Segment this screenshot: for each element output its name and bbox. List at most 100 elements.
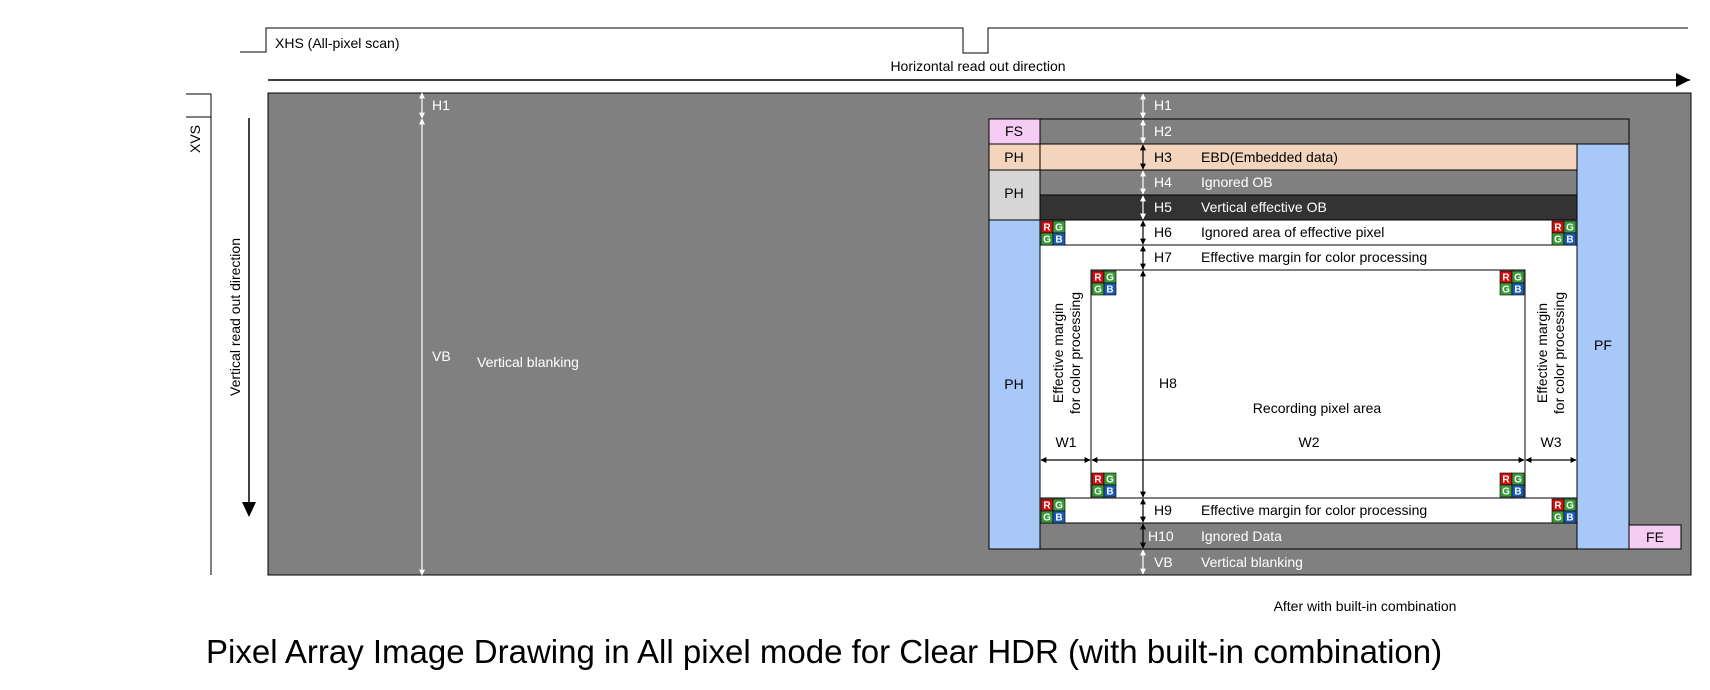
bayer-letter: G bbox=[1554, 513, 1562, 524]
row-id-h5: H5 bbox=[1154, 199, 1172, 215]
bayer-letter: G bbox=[1094, 285, 1102, 296]
bayer-letter: B bbox=[1055, 513, 1062, 524]
left-margin-label-line1: Effective margin bbox=[1050, 303, 1066, 403]
bayer-letter: R bbox=[1554, 501, 1562, 512]
ph-block-3 bbox=[988, 219, 1041, 550]
w3-label: W3 bbox=[1541, 434, 1562, 450]
left-margin-label-line2: for color processing bbox=[1067, 292, 1083, 414]
row-id-h10: H10 bbox=[1148, 528, 1174, 544]
left-vb-label: VB bbox=[432, 348, 451, 364]
row-id-h8: H8 bbox=[1159, 375, 1177, 391]
row-desc-h6: Ignored area of effective pixel bbox=[1201, 224, 1384, 240]
row-id-h3: H3 bbox=[1154, 149, 1172, 165]
ph-label-3: PH bbox=[1004, 376, 1023, 392]
bayer-letter: R bbox=[1502, 273, 1510, 284]
bayer-letter: G bbox=[1514, 273, 1522, 284]
bayer-letter: G bbox=[1106, 475, 1114, 486]
left-vertical-blanking-label: Vertical blanking bbox=[477, 354, 579, 370]
bayer-letter: B bbox=[1106, 285, 1113, 296]
xvs-waveform bbox=[186, 93, 212, 118]
bayer-letter: G bbox=[1055, 501, 1063, 512]
bayer-letter: R bbox=[1094, 273, 1102, 284]
bayer-letter: B bbox=[1514, 285, 1521, 296]
bayer-letter: R bbox=[1554, 223, 1562, 234]
vertical-effective-ob-band bbox=[1039, 194, 1578, 221]
fs-block bbox=[988, 118, 1041, 145]
bayer-letter: G bbox=[1043, 235, 1051, 246]
bayer-letter: G bbox=[1502, 487, 1510, 498]
xhs-waveform bbox=[240, 27, 1688, 54]
ignored-data-band bbox=[1039, 522, 1578, 550]
h2-band bbox=[1039, 118, 1630, 145]
bayer-letter: R bbox=[1502, 475, 1510, 486]
bayer-letter: G bbox=[1514, 475, 1522, 486]
horizontal-direction-label: Horizontal read out direction bbox=[890, 58, 1065, 74]
ignored-ob-band bbox=[1039, 169, 1578, 196]
bayer-letter: B bbox=[1566, 235, 1573, 246]
bayer-cell bbox=[1103, 484, 1117, 498]
bayer-letter: R bbox=[1043, 501, 1051, 512]
bayer-letter: B bbox=[1055, 235, 1062, 246]
ph-block-2 bbox=[988, 169, 1041, 221]
bayer-cell bbox=[1511, 484, 1525, 498]
row-id-h6: H6 bbox=[1154, 224, 1172, 240]
subcaption: After with built-in combination bbox=[1274, 598, 1457, 614]
recording-pixel-area bbox=[1090, 269, 1526, 499]
row-id-h7: H7 bbox=[1154, 249, 1172, 265]
xhs-label: XHS (All-pixel scan) bbox=[275, 35, 399, 51]
fs-label: FS bbox=[1005, 123, 1023, 139]
vertical-arrow-head bbox=[242, 502, 256, 517]
bayer-letter: G bbox=[1106, 273, 1114, 284]
bayer-letter: B bbox=[1106, 487, 1113, 498]
bayer-cell bbox=[1103, 282, 1117, 296]
bayer-letter: B bbox=[1514, 487, 1521, 498]
xvs-label: XVS bbox=[187, 125, 203, 153]
recording-area-label: Recording pixel area bbox=[1253, 400, 1382, 416]
bayer-cell bbox=[1563, 232, 1577, 246]
row-desc-h3: EBD(Embedded data) bbox=[1201, 149, 1338, 165]
bayer-letter: G bbox=[1566, 501, 1574, 512]
ph-label-1: PH bbox=[1004, 149, 1023, 165]
fe-block bbox=[1628, 524, 1682, 550]
w2-label: W2 bbox=[1299, 434, 1320, 450]
bayer-letter: R bbox=[1094, 475, 1102, 486]
right-margin-label-line2: for color processing bbox=[1551, 292, 1567, 414]
ph-block-1 bbox=[988, 143, 1041, 171]
pf-label: PF bbox=[1594, 337, 1612, 353]
bayer-cell bbox=[1563, 510, 1577, 524]
row-id-h9: H9 bbox=[1154, 502, 1172, 518]
bayer-letter: B bbox=[1566, 513, 1573, 524]
left-h1-label: H1 bbox=[432, 97, 450, 113]
row-desc-h10: Ignored Data bbox=[1201, 528, 1282, 544]
ph-label-2: PH bbox=[1004, 185, 1023, 201]
bayer-letter: G bbox=[1566, 223, 1574, 234]
pf-block bbox=[1576, 143, 1630, 550]
row-id-h1: H1 bbox=[1154, 97, 1172, 113]
row-id-h4: H4 bbox=[1154, 174, 1172, 190]
row-desc-h9: Effective margin for color processing bbox=[1201, 502, 1427, 518]
figure-title: Pixel Array Image Drawing in All pixel m… bbox=[206, 633, 1443, 670]
right-margin-label-line1: Effective margin bbox=[1534, 303, 1550, 403]
bayer-letter: G bbox=[1094, 487, 1102, 498]
row-desc-h5: Vertical effective OB bbox=[1201, 199, 1327, 215]
vertical-direction-label: Vertical read out direction bbox=[227, 238, 243, 396]
bayer-letter: G bbox=[1043, 513, 1051, 524]
row-desc-vb: Vertical blanking bbox=[1201, 554, 1303, 570]
row-desc-h7: Effective margin for color processing bbox=[1201, 249, 1427, 265]
bayer-cell bbox=[1052, 510, 1066, 524]
bayer-cell bbox=[1511, 282, 1525, 296]
bayer-cell bbox=[1052, 232, 1066, 246]
row-id-vb: VB bbox=[1154, 554, 1173, 570]
bayer-letter: G bbox=[1055, 223, 1063, 234]
bayer-letter: R bbox=[1043, 223, 1051, 234]
bayer-letter: G bbox=[1554, 235, 1562, 246]
